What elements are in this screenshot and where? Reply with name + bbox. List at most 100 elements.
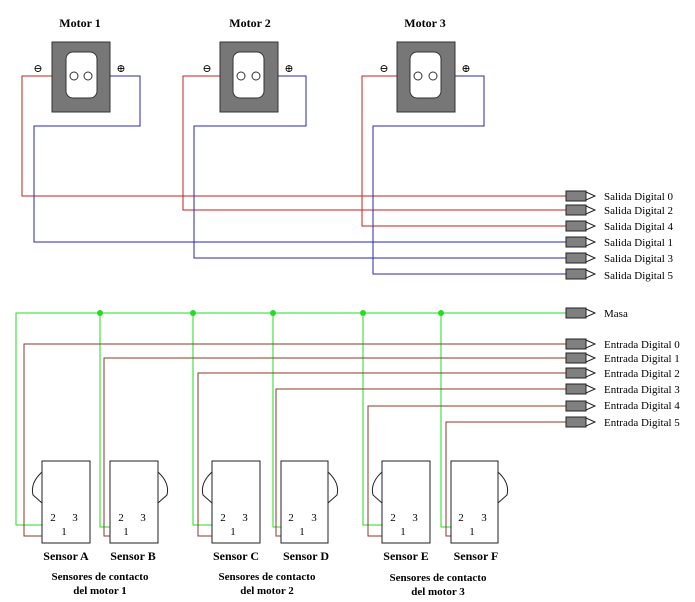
pin-3: 3 bbox=[481, 512, 487, 524]
connector-output-5 bbox=[565, 268, 597, 280]
wire-motor3-pos bbox=[372, 75, 567, 275]
sensor-lever bbox=[31, 471, 43, 504]
connector-input-5 bbox=[565, 416, 597, 428]
pin-1: 1 bbox=[123, 526, 129, 538]
connector-input-3 bbox=[565, 383, 597, 395]
motor-3: Motor 3 ⊖ ⊕ bbox=[379, 16, 471, 113]
pin-2: 2 bbox=[50, 512, 56, 524]
sensor-f: 2 3 1 Sensor F bbox=[450, 460, 509, 563]
motor-1: Motor 1 ⊖ ⊕ bbox=[33, 16, 126, 113]
connector-output-4 bbox=[565, 220, 597, 232]
minus-icon: ⊖ bbox=[379, 63, 388, 75]
output-label: Salida Digital 4 bbox=[604, 221, 674, 233]
wire-motor3-neg bbox=[361, 75, 567, 227]
sensor-body bbox=[280, 460, 329, 544]
motor-title: Motor 1 bbox=[59, 16, 100, 30]
terminal-neg bbox=[69, 71, 79, 81]
sensor-name: Sensor F bbox=[454, 549, 499, 563]
ground-label: Masa bbox=[604, 308, 628, 320]
junction-dot bbox=[190, 310, 196, 316]
wire-ground-c bbox=[192, 313, 220, 526]
motor-2: Motor 2 ⊖ ⊕ bbox=[202, 16, 294, 113]
motor-title: Motor 3 bbox=[404, 16, 445, 30]
motor-title: Motor 2 bbox=[229, 16, 270, 30]
sensor-lever bbox=[201, 471, 213, 504]
sensor-e: 2 3 1 Sensor E bbox=[371, 460, 431, 563]
group-caption-line2: del motor 2 bbox=[240, 585, 294, 597]
pin-3: 3 bbox=[412, 512, 418, 524]
motor-face bbox=[409, 51, 442, 99]
sensor-lever bbox=[371, 471, 383, 504]
terminal-neg bbox=[413, 71, 423, 81]
plus-icon: ⊕ bbox=[116, 63, 125, 75]
terminal-pos bbox=[251, 71, 261, 81]
wire-motor2-pos bbox=[193, 75, 567, 259]
input-labels: Entrada Digital 0 Entrada Digital 1 Entr… bbox=[604, 339, 680, 429]
motor-face bbox=[65, 51, 98, 99]
input-label: Entrada Digital 0 bbox=[604, 339, 680, 351]
output-labels: Salida Digital 0 Salida Digital 2 Salida… bbox=[604, 191, 674, 282]
output-label: Salida Digital 1 bbox=[604, 237, 673, 249]
sensor-body bbox=[41, 460, 91, 544]
group-caption-line2: del motor 3 bbox=[411, 586, 465, 598]
pin-1: 1 bbox=[299, 526, 305, 538]
pin-1: 1 bbox=[230, 526, 236, 538]
pin-3: 3 bbox=[242, 512, 248, 524]
sensor-body bbox=[211, 460, 261, 544]
sensor-name: Sensor D bbox=[283, 549, 329, 563]
sensor-lever bbox=[327, 471, 339, 504]
pin-1: 1 bbox=[400, 526, 406, 538]
connector-output-1 bbox=[565, 236, 597, 248]
pin-3: 3 bbox=[140, 512, 146, 524]
wire-ground-e bbox=[362, 313, 389, 526]
sensor-lever bbox=[497, 471, 509, 504]
pin-1: 1 bbox=[469, 526, 475, 538]
plus-icon: ⊕ bbox=[461, 63, 470, 75]
minus-icon: ⊖ bbox=[202, 63, 211, 75]
pin-1: 1 bbox=[61, 526, 67, 538]
sensor-body bbox=[450, 460, 499, 544]
wire-motor2-neg bbox=[182, 75, 567, 211]
sensor-body bbox=[381, 460, 431, 544]
pin-3: 3 bbox=[311, 512, 317, 524]
sensor-d: 2 3 1 Sensor D bbox=[280, 460, 339, 563]
motor-wires bbox=[21, 75, 567, 275]
output-connectors bbox=[565, 190, 597, 280]
sensor-a: 2 3 1 Sensor A bbox=[31, 460, 91, 563]
connector-input-1 bbox=[565, 352, 597, 364]
pin-2: 2 bbox=[288, 512, 294, 524]
connector-output-0 bbox=[565, 190, 597, 202]
sensor-group-1: Sensores de contacto del motor 1 bbox=[52, 571, 149, 597]
junction-dot bbox=[438, 310, 444, 316]
junction-dots bbox=[97, 310, 444, 316]
group-caption-line1: Sensores de contacto bbox=[390, 572, 487, 584]
connector-input-2 bbox=[565, 367, 597, 379]
junction-dot bbox=[270, 310, 276, 316]
minus-icon: ⊖ bbox=[33, 63, 42, 75]
connector-output-2 bbox=[565, 204, 597, 216]
group-caption-line2: del motor 1 bbox=[73, 585, 127, 597]
output-label: Salida Digital 2 bbox=[604, 205, 673, 217]
junction-dot bbox=[360, 310, 366, 316]
sensor-lever bbox=[157, 471, 169, 504]
wire-motor1-pos bbox=[33, 75, 567, 243]
pin-2: 2 bbox=[118, 512, 124, 524]
sensor-group-3: Sensores de contacto del motor 3 bbox=[390, 572, 487, 598]
ground-connector bbox=[565, 307, 597, 319]
plus-icon: ⊕ bbox=[284, 63, 293, 75]
output-label: Salida Digital 5 bbox=[604, 270, 674, 282]
sensor-name: Sensor A bbox=[43, 549, 89, 563]
sensor-group-2: Sensores de contacto del motor 2 bbox=[219, 571, 316, 597]
wire-motor1-neg bbox=[21, 75, 567, 197]
input-label: Entrada Digital 1 bbox=[604, 353, 680, 365]
motor-face bbox=[232, 51, 265, 99]
group-caption-line1: Sensores de contacto bbox=[219, 571, 316, 583]
sensor-c: 2 3 1 Sensor C bbox=[201, 460, 261, 563]
connector-output-3 bbox=[565, 252, 597, 264]
sensor-b: 2 3 1 Sensor B bbox=[109, 460, 169, 563]
sensor-name: Sensor E bbox=[383, 549, 428, 563]
input-connectors bbox=[565, 338, 597, 428]
connector-input-4 bbox=[565, 400, 597, 412]
pin-2: 2 bbox=[220, 512, 226, 524]
